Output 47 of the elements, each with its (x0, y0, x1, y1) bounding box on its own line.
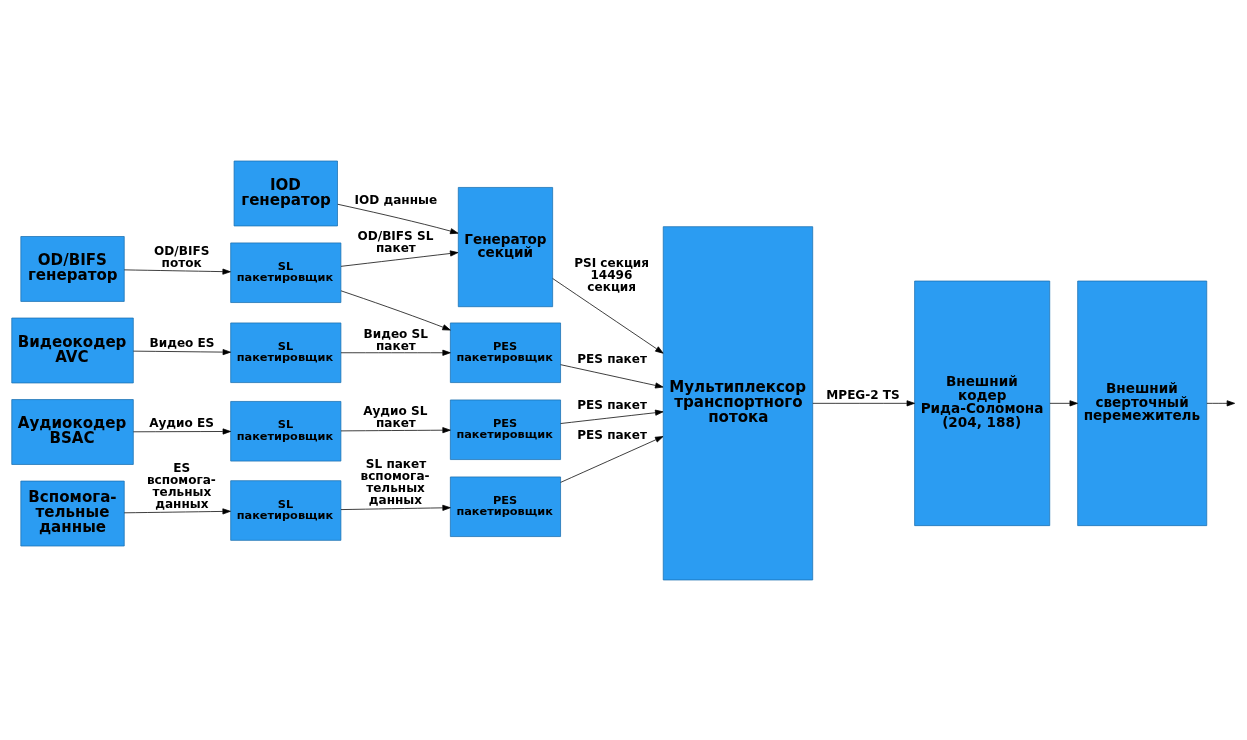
edge-label: SL пакет вспомога- тельных данных (360, 456, 430, 507)
node-box: Генератор секций (457, 186, 554, 307)
edge-label: Аудио SL пакет (363, 403, 428, 430)
arrow (560, 435, 664, 483)
arrow (560, 409, 664, 424)
edge-label: IOD данные (354, 192, 438, 207)
edge-label: OD/BIFS SL пакет (357, 228, 434, 255)
arrow (123, 507, 231, 514)
edge-label: Видео SL пакет (363, 326, 428, 353)
node-box: Мультиплексор транспортного потока (662, 225, 814, 580)
node-box: Аудиокодер BSAC (11, 398, 134, 465)
node-box: SL пакетировщик (230, 322, 342, 383)
edge-label: OD/BIFS поток (154, 243, 210, 270)
arrow (337, 203, 459, 234)
node-box: Внешний кодер Рида-Соломона (204, 188) (914, 280, 1051, 526)
arrow (340, 249, 459, 267)
node-box: PES пакетировщик (450, 476, 561, 537)
arrow (1049, 399, 1078, 406)
arrow (1206, 399, 1236, 406)
node-box: Видеокодер AVC (11, 317, 134, 383)
node-box: IOD генератор (233, 160, 338, 226)
arrow (340, 349, 451, 356)
arrow (812, 399, 915, 406)
node-box: SL пакетировщик (230, 242, 342, 303)
node-box: SL пакетировщик (230, 479, 342, 541)
arrow (552, 277, 664, 354)
node-box: Вспомога- тельные данные (20, 480, 125, 546)
edge-label: PES пакет (577, 351, 647, 366)
node-box: SL пакетировщик (230, 400, 342, 461)
edge-label: PES пакет (577, 427, 647, 442)
node-box: OD/BIFS генератор (20, 235, 125, 302)
node-box: Внешний сверточный перемежитель (1077, 280, 1208, 526)
arrow (123, 268, 231, 275)
node-box: PES пакетировщик (450, 399, 561, 460)
arrow (340, 504, 451, 511)
edge-label: ES вспомога- тельных данных (146, 460, 216, 511)
edge-label: PES пакет (577, 397, 647, 412)
edge-label: MPEG-2 TS (826, 387, 900, 402)
edge-label: Аудио ES (149, 415, 214, 430)
arrow (340, 289, 451, 330)
arrow (133, 427, 231, 434)
arrow (560, 363, 664, 388)
edge-label: Видео ES (149, 335, 215, 350)
node-box: PES пакетировщик (450, 322, 561, 383)
arrow (133, 348, 231, 355)
arrow (340, 426, 451, 433)
edge-label: PSI секция 14496 секция (574, 255, 650, 294)
